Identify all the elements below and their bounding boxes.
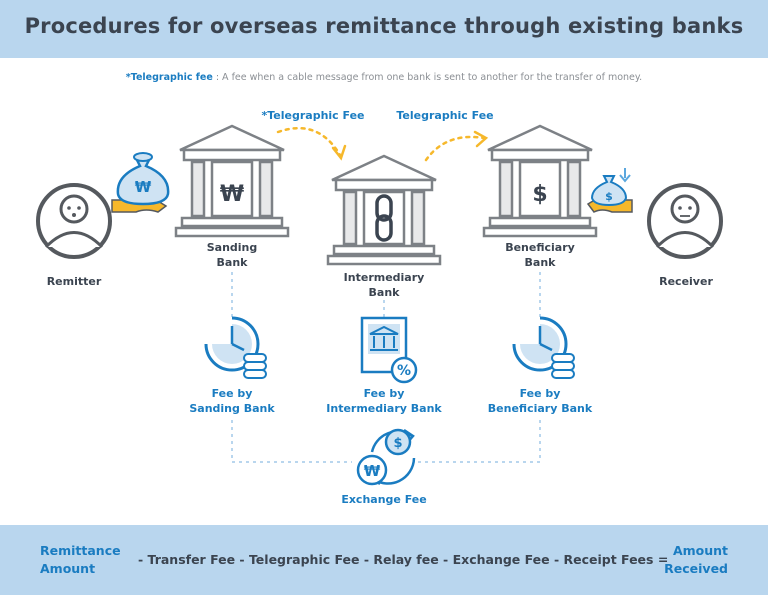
intermediary-bank-label-line2: Bank [368, 286, 400, 299]
formula-expression: - Transfer Fee - Telegraphic Fee - Relay… [138, 552, 669, 567]
exchange-won-sign: ₩ [364, 462, 381, 480]
remitter-person-icon [36, 183, 112, 259]
beneficiary-bank-label: Beneficiary Bank [480, 240, 600, 270]
hand-won-moneybag-icon [111, 152, 170, 213]
telegraphic-fee-label-right: Telegraphic Fee [396, 109, 494, 122]
exchange-dollar-sign: $ [393, 436, 402, 451]
bank-document-percent-icon [360, 316, 418, 384]
beneficiary-bank-label-line2: Bank [524, 256, 556, 269]
fee-intermediary-bank-label: Fee by Intermediary Bank [314, 386, 454, 416]
percent-sign: % [397, 363, 411, 379]
header-band [0, 0, 768, 58]
formula-band [0, 525, 768, 595]
telegraphic-arrow-right [424, 130, 489, 162]
chain-link-icon [375, 194, 393, 242]
dollar-sign-beneficiary-bank: $ [532, 182, 547, 207]
fee-intermediary-line2: Intermediary Bank [326, 402, 442, 415]
fee-beneficiary-bank-label: Fee by Beneficiary Bank [470, 386, 610, 416]
fee-sending-line1: Fee by [211, 387, 253, 400]
amount-received-label: Amount Received [650, 542, 728, 578]
telegraphic-fee-label-left: *Telegraphic Fee [261, 109, 365, 122]
fee-sending-bank-label: Fee by Sanding Bank [172, 386, 292, 416]
hand-dollar-moneybag-icon [586, 168, 633, 213]
receiver-label: Receiver [659, 275, 713, 288]
intermediary-bank-icon [326, 154, 442, 266]
telegraphic-fee-note: *Telegraphic fee : A fee when a cable me… [0, 72, 768, 83]
sending-bank-label-line2: Bank [216, 256, 248, 269]
remittance-amount-line1: Remittance [40, 543, 121, 558]
exchange-fee-label: Exchange Fee [341, 493, 427, 506]
remittance-amount-label: Remittance Amount [40, 542, 140, 578]
fee-beneficiary-line2: Beneficiary Bank [487, 402, 593, 415]
beneficiary-bank-icon [482, 124, 598, 238]
page-title: Procedures for overseas remittance throu… [24, 14, 744, 38]
dollar-sign-bag: $ [605, 190, 613, 203]
beneficiary-bank-label-line1: Beneficiary [505, 241, 575, 254]
fee-intermediary-line1: Fee by [363, 387, 405, 400]
note-text: : A fee when a cable message from one ba… [212, 72, 643, 83]
amount-received-line2: Received [664, 561, 728, 576]
telegraphic-arrow-left [276, 127, 347, 161]
fee-sending-line2: Sanding Bank [189, 402, 275, 415]
won-sign-sending-bank: ₩ [220, 182, 244, 207]
sending-bank-label-line1: Sanding [206, 241, 258, 254]
won-sign-bag: ₩ [135, 178, 152, 196]
remitter-label: Remitter [46, 275, 102, 288]
sending-bank-label: Sanding Bank [182, 240, 282, 270]
clock-coins-icon-beneficiary [512, 316, 575, 379]
dotted-connectors [231, 272, 541, 463]
sending-bank-icon [174, 124, 290, 238]
amount-received-line1: Amount [672, 543, 728, 558]
intermediary-bank-label-line1: Intermediary [343, 271, 425, 284]
currency-exchange-icon [356, 428, 416, 486]
clock-coins-icon-sending [204, 316, 267, 379]
note-term: *Telegraphic fee [125, 72, 213, 83]
remittance-amount-line2: Amount [40, 561, 96, 576]
fee-beneficiary-line1: Fee by [519, 387, 561, 400]
receiver-person-icon [647, 183, 723, 259]
intermediary-bank-label: Intermediary Bank [324, 270, 444, 300]
